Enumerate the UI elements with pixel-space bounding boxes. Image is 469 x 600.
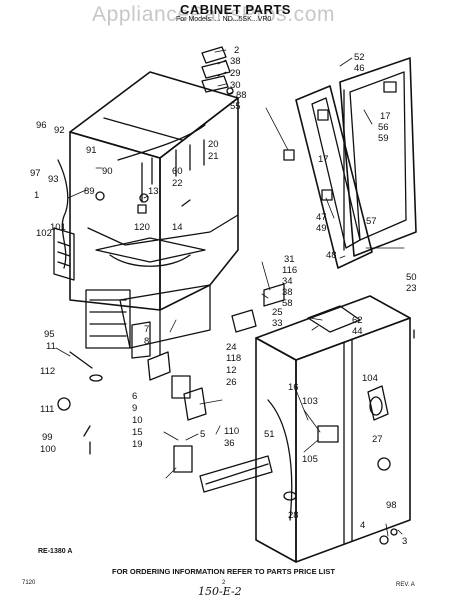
callout-label: 38 bbox=[230, 56, 241, 67]
callout-label: 19 bbox=[132, 439, 143, 450]
inner-food-liner bbox=[255, 295, 411, 563]
liner-gasket-tube bbox=[53, 159, 75, 281]
callout-label: 3 bbox=[402, 536, 407, 547]
callout-label: 30 bbox=[230, 80, 241, 91]
callout-label: 23 bbox=[406, 283, 417, 294]
callout-label: 17 bbox=[380, 111, 391, 122]
callout-label: 62 bbox=[352, 315, 363, 326]
callout-label: 95 bbox=[44, 329, 55, 340]
callout-label: 20 bbox=[208, 139, 219, 150]
callout-label: 102 bbox=[36, 228, 52, 239]
callout-label: 6 bbox=[132, 391, 137, 402]
callout-label: 96 bbox=[36, 120, 47, 131]
callout-label: 110 bbox=[224, 426, 239, 437]
diagram-title: CABINET PARTS bbox=[180, 2, 291, 17]
callout-label: 29 bbox=[230, 68, 241, 79]
callout-label: 38 bbox=[282, 287, 293, 298]
callout-label: 97 bbox=[30, 168, 41, 179]
callout-label: 88 bbox=[236, 90, 247, 101]
callout-label: 15 bbox=[132, 427, 143, 438]
callout-label: 9 bbox=[132, 403, 137, 414]
callout-label: 51 bbox=[264, 429, 275, 440]
door-frame-left bbox=[283, 85, 373, 269]
revision-label: REV. A bbox=[396, 582, 415, 588]
callout-label: 24 bbox=[226, 342, 237, 353]
callout-label: 55 bbox=[230, 101, 241, 112]
callout-label: 58 bbox=[282, 298, 293, 309]
callout-label: 91 bbox=[86, 145, 97, 156]
callout-label: 92 bbox=[54, 125, 65, 136]
callout-label: 103 bbox=[302, 396, 318, 407]
callout-label: 112 bbox=[40, 366, 55, 377]
callout-label: 120 bbox=[134, 222, 150, 233]
callout-label: 98 bbox=[386, 500, 397, 511]
callout-label: 21 bbox=[208, 151, 219, 162]
outer-cabinet-shell bbox=[69, 71, 239, 359]
callout-label: 52 bbox=[354, 52, 365, 63]
callout-label: 47 bbox=[316, 212, 327, 223]
callout-label: 99 bbox=[42, 432, 53, 443]
callout-label: 26 bbox=[226, 377, 237, 388]
callout-label: 33 bbox=[272, 318, 283, 329]
callout-label: 100 bbox=[40, 444, 56, 455]
handwritten-note: 150-E-2 bbox=[198, 585, 242, 598]
watermark-text: AppliancePartsPros.com bbox=[92, 3, 336, 26]
callout-label: 8 bbox=[144, 336, 149, 347]
callout-label: 50 bbox=[406, 272, 417, 283]
callout-label: 49 bbox=[316, 223, 327, 234]
callout-label: 105 bbox=[302, 454, 318, 465]
callout-label: 4 bbox=[360, 520, 365, 531]
callout-label: 57 bbox=[366, 216, 377, 227]
callout-label: 7 bbox=[144, 324, 149, 335]
callout-label: 48 bbox=[326, 250, 337, 261]
callout-label: 17 bbox=[318, 154, 329, 165]
part-number-callouts: 2 38 29 30 88 55 52 46 17 56 59 17 47 49… bbox=[30, 45, 417, 547]
callout-label: 44 bbox=[352, 326, 363, 337]
hinge-stack bbox=[201, 46, 234, 95]
callout-label: 25 bbox=[272, 307, 283, 318]
callout-label: 36 bbox=[224, 438, 235, 449]
callout-label: 27 bbox=[372, 434, 383, 445]
callout-label: 16 bbox=[288, 382, 299, 393]
ordering-note: FOR ORDERING INFORMATION REFER TO PARTS … bbox=[112, 567, 335, 576]
callout-label: 90 bbox=[102, 166, 113, 177]
callout-label: 22 bbox=[172, 178, 183, 189]
callout-label: 59 bbox=[378, 133, 389, 144]
callout-label: 118 bbox=[226, 353, 241, 364]
callout-label: 10 bbox=[132, 415, 143, 426]
hardware-fasteners bbox=[57, 191, 415, 545]
model-subtitle: For Models: ... ND...5SK...VR0 bbox=[176, 16, 272, 23]
callout-label: 104 bbox=[362, 373, 378, 384]
figure-code: RE-1380 A bbox=[38, 548, 73, 555]
callout-label: 60 bbox=[172, 166, 183, 177]
door-frame-right bbox=[339, 57, 417, 257]
callout-label: 56 bbox=[378, 122, 389, 133]
callout-label: 101 bbox=[50, 222, 66, 233]
callout-label: 34 bbox=[282, 276, 293, 287]
callout-label: 89 bbox=[84, 186, 95, 197]
callout-label: 116 bbox=[282, 265, 297, 276]
callout-label: 2 bbox=[234, 45, 239, 56]
leader-lines bbox=[55, 49, 405, 537]
callout-label: 28 bbox=[288, 510, 299, 521]
callout-label: 12 bbox=[226, 365, 237, 376]
callout-label: 31 bbox=[284, 254, 295, 265]
callout-label: 111 bbox=[40, 404, 54, 415]
small-brackets bbox=[147, 283, 285, 493]
page-code: 7120 bbox=[22, 580, 36, 586]
callout-label: 5 bbox=[200, 429, 205, 440]
callout-label: 11 bbox=[46, 341, 56, 352]
callout-label: 14 bbox=[172, 222, 183, 233]
page-number: 2 bbox=[222, 580, 226, 586]
callout-label: 13 bbox=[148, 186, 159, 197]
callout-label: 1 bbox=[34, 190, 39, 201]
callout-label: 93 bbox=[48, 174, 59, 185]
callout-label: 46 bbox=[354, 63, 365, 74]
